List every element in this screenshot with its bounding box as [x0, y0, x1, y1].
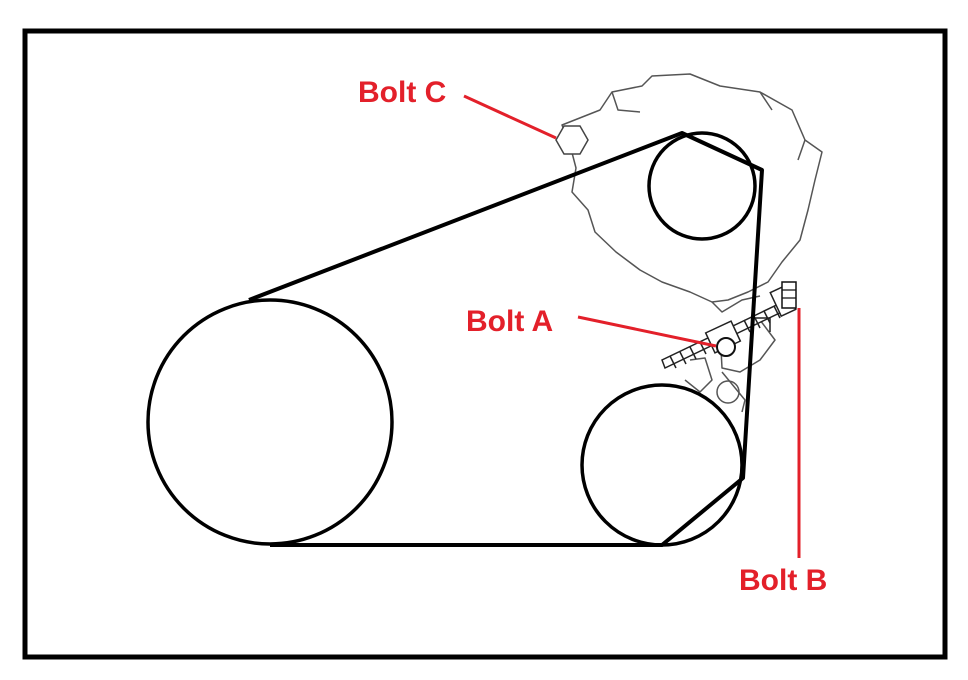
- alternator-pulley: [647, 131, 757, 241]
- bolt-c-label: Bolt C: [358, 76, 446, 109]
- bolt-b-label: Bolt B: [739, 564, 827, 597]
- alternator-bracket: [561, 73, 823, 413]
- bolt-a-label: Bolt A: [466, 305, 553, 338]
- bolt-a-leader: [577, 315, 717, 348]
- bolt-b: [781, 281, 797, 309]
- lower-pulley: [580, 383, 744, 547]
- bolt-c-leader: [463, 94, 557, 140]
- bolt-c-hex: [555, 125, 589, 155]
- bolt-a-head: [716, 337, 736, 357]
- drive-belt: [248, 131, 764, 547]
- bracket-washer: [716, 380, 740, 404]
- crankshaft-pulley: [146, 298, 394, 546]
